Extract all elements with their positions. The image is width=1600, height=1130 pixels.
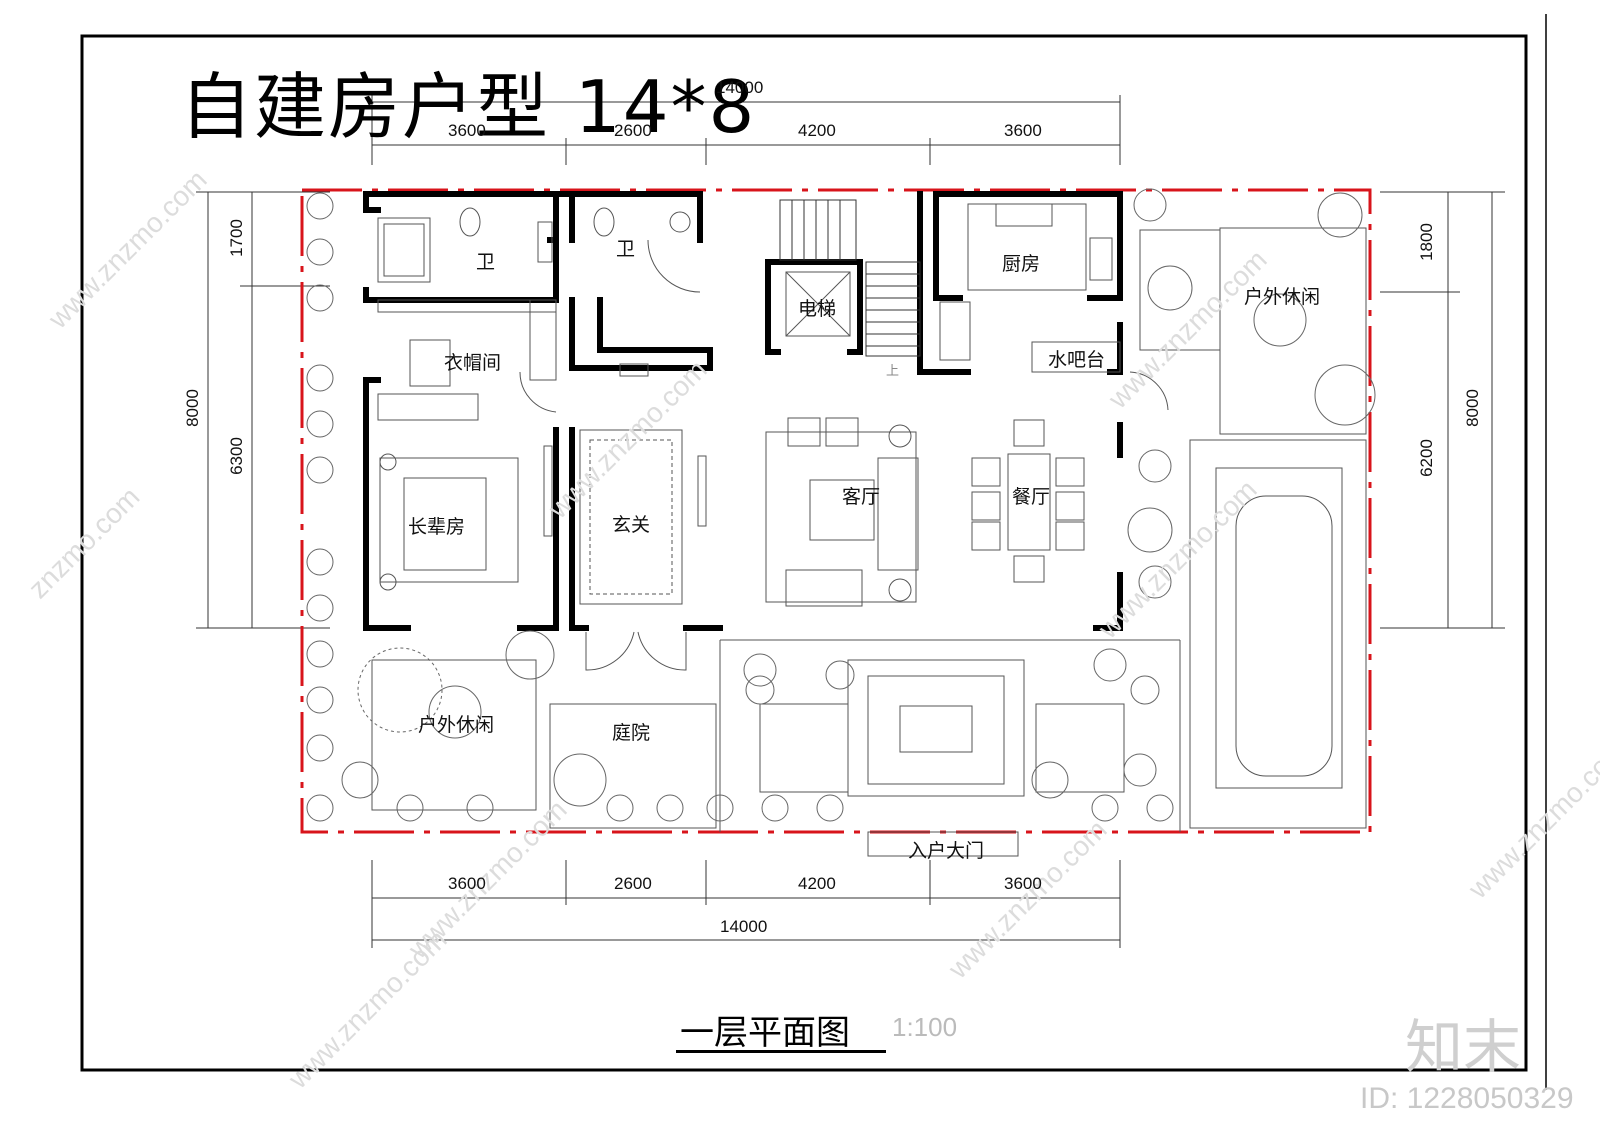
stair-up-label: 上 (886, 364, 900, 379)
drawing-title: 自建房户型 14*8 (180, 65, 757, 149)
brand-logo: 知末 (1405, 1013, 1522, 1081)
svg-text:www.znzmo.com: www.znzmo.com (1462, 734, 1600, 905)
dim-left-lower: 6300 (226, 437, 246, 475)
site-boundary (300, 188, 1372, 834)
room-label-kitchen: 厨房 (1002, 253, 1041, 275)
svg-text:www.znzmo.com: www.znzmo.com (42, 164, 213, 335)
dim-top-1: 3600 (448, 121, 486, 140)
dim-top-4: 3600 (1004, 121, 1042, 140)
document-id: ID: 1228050329 (1360, 1082, 1574, 1115)
dim-bottom-4: 3600 (1004, 874, 1042, 893)
door-swings (519, 239, 1169, 671)
dim-top-total: 14000 (716, 78, 764, 97)
dim-top-2: 2600 (614, 121, 652, 140)
svg-text:www.znzmo.com: www.znzmo.com (1092, 474, 1263, 645)
svg-text:www.znzmo.com: www.znzmo.com (1102, 244, 1273, 415)
room-label-bath-left: 卫 (476, 251, 496, 273)
svg-text:znzmo.com: znzmo.com (22, 481, 145, 604)
plan-name-underline (676, 1050, 886, 1053)
bottom-dimension-lines (371, 860, 1121, 948)
room-label-foyer: 玄关 (612, 514, 651, 536)
dim-bottom-total: 14000 (720, 917, 768, 936)
room-label-entrance-gate: 入户大门 (908, 840, 985, 862)
room-label-living: 客厅 (842, 486, 881, 508)
left-dimension-lines (196, 191, 330, 629)
room-label-bar: 水吧台 (1048, 349, 1106, 371)
dim-right-outer: 8000 (1462, 389, 1482, 427)
staircase (779, 199, 921, 357)
dim-left-upper: 1700 (226, 219, 246, 257)
furniture-outlines (371, 203, 1367, 857)
dim-left-outer: 8000 (182, 389, 202, 427)
room-label-elder-room: 长辈房 (408, 516, 466, 538)
top-dimension-lines (371, 95, 1121, 165)
room-label-dining: 餐厅 (1012, 486, 1051, 508)
room-label-courtyard: 庭院 (612, 722, 651, 744)
dim-right-upper: 1800 (1416, 223, 1436, 261)
dim-bottom-1: 3600 (448, 874, 486, 893)
dim-bottom-3: 4200 (798, 874, 836, 893)
room-label-elevator: 电梯 (798, 298, 837, 320)
plan-name: 一层平面图 (680, 1013, 850, 1053)
landscape-trees (306, 188, 1376, 822)
dim-bottom-2: 2600 (614, 874, 652, 893)
sheet-frame (80, 34, 1528, 1072)
room-label-outdoor-right: 户外休闲 (1244, 286, 1321, 308)
dim-right-lower: 6200 (1416, 439, 1436, 477)
room-label-bath-mid: 卫 (616, 238, 636, 260)
room-label-wardrobe: 衣帽间 (444, 352, 502, 374)
room-label-outdoor-left: 户外休闲 (418, 714, 495, 736)
dim-top-3: 4200 (798, 121, 836, 140)
right-dimension-lines (1380, 191, 1505, 629)
svg-text:www.znzmo.com: www.znzmo.com (542, 354, 713, 525)
drawing-scale: 1:100 (892, 1012, 958, 1042)
